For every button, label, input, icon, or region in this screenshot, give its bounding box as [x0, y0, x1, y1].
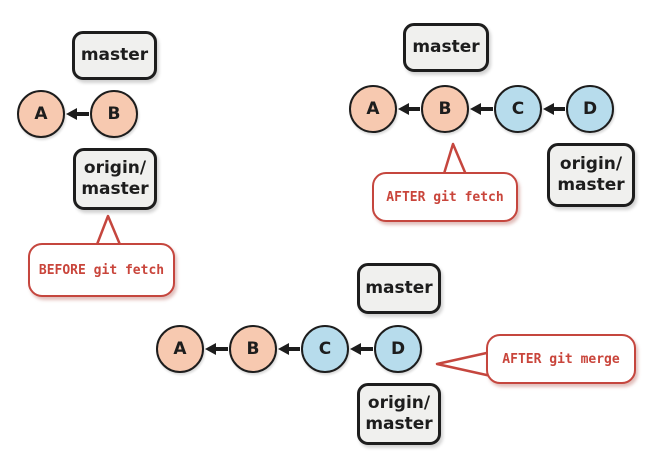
callout-after-git-merge: AFTER git merge: [486, 334, 636, 384]
remote-label-line2: master: [365, 414, 433, 434]
commit-label: A: [366, 99, 380, 119]
commit-node-a-3: A: [156, 325, 204, 373]
remote-label-line1: origin/: [83, 158, 147, 179]
arrow-shaft: [289, 347, 300, 351]
commit-label: B: [438, 99, 452, 119]
commit-label: A: [173, 339, 187, 359]
arrow-b-to-a-1: [66, 106, 89, 122]
arrowhead-icon: [398, 103, 409, 115]
callout-tail-up-2: [441, 142, 469, 178]
remote-label-line1: origin/: [367, 393, 431, 414]
branch-label-1: master: [80, 45, 149, 66]
remote-label-box-2: origin/ master: [547, 143, 635, 207]
commit-node-b-2: B: [421, 85, 469, 133]
callout-before-git-fetch: BEFORE git fetch: [28, 243, 175, 297]
remote-label-line1: origin/: [559, 154, 623, 175]
commit-node-d-3: D: [374, 325, 422, 373]
branch-label-2: master: [412, 37, 480, 58]
arrowhead-icon: [470, 103, 481, 115]
branch-label-box-master-2: master: [403, 23, 489, 72]
remote-label-line2: master: [81, 179, 149, 199]
commit-node-a-2: A: [349, 85, 397, 133]
remote-label-line2: master: [557, 175, 625, 195]
remote-label-box-1: origin/ master: [73, 148, 157, 210]
remote-label-box-3: origin/ master: [357, 383, 441, 445]
commit-label: C: [511, 99, 525, 119]
callout-tail-left-3: [435, 350, 492, 378]
commit-node-a-1: A: [17, 90, 65, 138]
commit-label: A: [34, 104, 48, 124]
commit-node-b-1: B: [90, 90, 138, 138]
branch-label-box-master-3: master: [357, 263, 441, 314]
arrow-shaft: [554, 107, 565, 111]
arrow-b-to-a-3: [205, 341, 228, 357]
arrowhead-icon: [278, 343, 289, 355]
callout-text: AFTER git merge: [502, 351, 620, 367]
arrow-shaft: [216, 347, 228, 351]
arrow-shaft: [481, 107, 493, 111]
arrow-shaft: [409, 107, 420, 111]
callout-tail-up-1: [94, 214, 123, 248]
branch-label-box-master-1: master: [72, 31, 157, 80]
commit-label: B: [246, 339, 260, 359]
arrow-b-to-a-2: [398, 101, 420, 117]
arrow-d-to-c-3: [350, 341, 373, 357]
arrow-c-to-b-3: [278, 341, 300, 357]
callout-text: BEFORE git fetch: [38, 262, 165, 278]
arrow-c-to-b-2: [470, 101, 493, 117]
callout-after-git-fetch: AFTER git fetch: [372, 172, 518, 222]
arrowhead-icon: [350, 343, 361, 355]
arrowhead-icon: [66, 108, 77, 120]
commit-label: B: [107, 104, 121, 124]
commit-node-c-3: C: [301, 325, 349, 373]
callout-text: AFTER git fetch: [386, 189, 504, 205]
commit-label: D: [582, 99, 598, 119]
arrow-shaft: [361, 347, 373, 351]
commit-node-b-3: B: [229, 325, 277, 373]
arrow-shaft: [77, 112, 89, 116]
branch-label-3: master: [365, 278, 433, 299]
arrowhead-icon: [543, 103, 554, 115]
commit-node-c-2: C: [494, 85, 542, 133]
commit-node-d-2: D: [566, 85, 614, 133]
arrowhead-icon: [205, 343, 216, 355]
commit-label: D: [390, 339, 406, 359]
commit-label: C: [318, 339, 332, 359]
arrow-d-to-c-2: [543, 101, 565, 117]
